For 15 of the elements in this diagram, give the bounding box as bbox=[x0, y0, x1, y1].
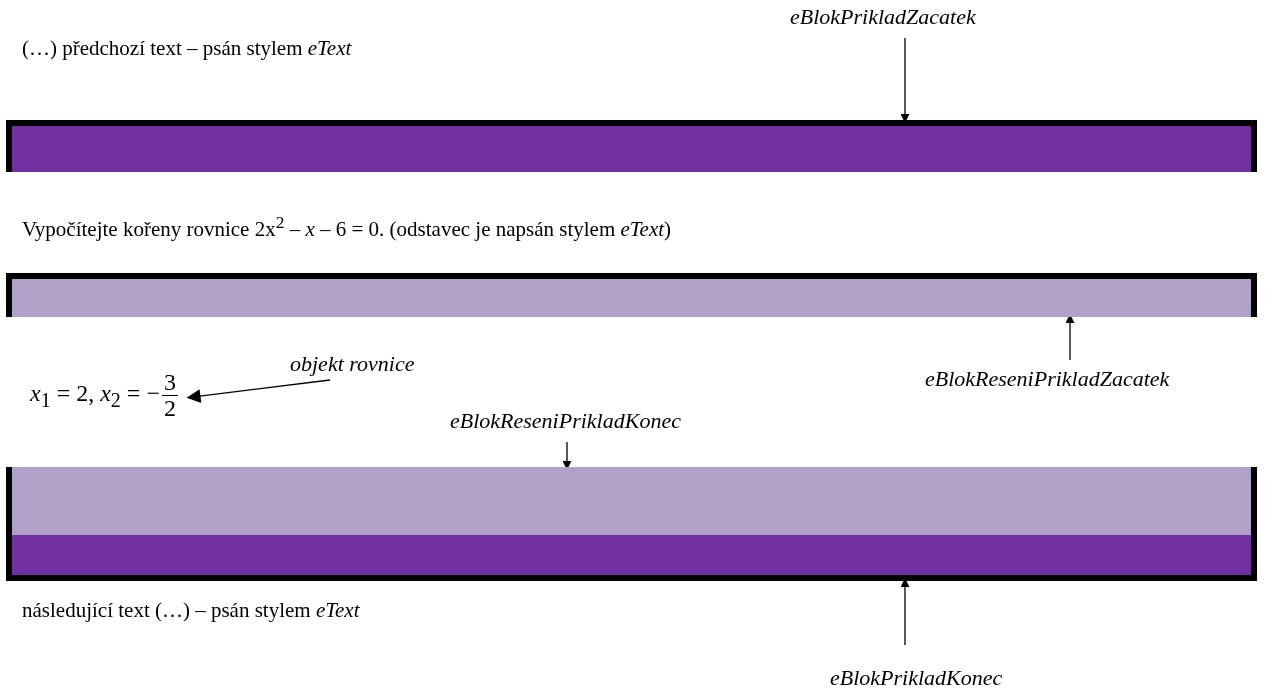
style-band bbox=[6, 273, 1257, 317]
paragraph-text: Vypočítejte kořeny rovnice 2x$^{2}$ – x – 6 = 0. (odstavec je napsán stylem eText) bbox=[22, 212, 672, 242]
style-band bbox=[6, 535, 1257, 581]
paragraph-text: následující text (…) – psán stylem eText bbox=[22, 598, 360, 623]
arrow bbox=[562, 441, 572, 470]
style-name-label: eBlokPrikladZacatek bbox=[790, 4, 976, 30]
style-name-label: objekt rovnice bbox=[290, 351, 415, 377]
style-band bbox=[6, 467, 1257, 535]
style-band bbox=[6, 120, 1257, 172]
arrow bbox=[186, 379, 331, 404]
style-name-label: eBlokPrikladKonec bbox=[830, 665, 1003, 691]
arrow bbox=[900, 37, 910, 123]
paragraph-text: (…) předchozí text – psán stylem eText bbox=[22, 36, 352, 61]
style-name-label: eBlokReseniPrikladKonec bbox=[450, 408, 681, 434]
style-name-label: eBlokReseniPrikladZacatek bbox=[925, 366, 1170, 392]
